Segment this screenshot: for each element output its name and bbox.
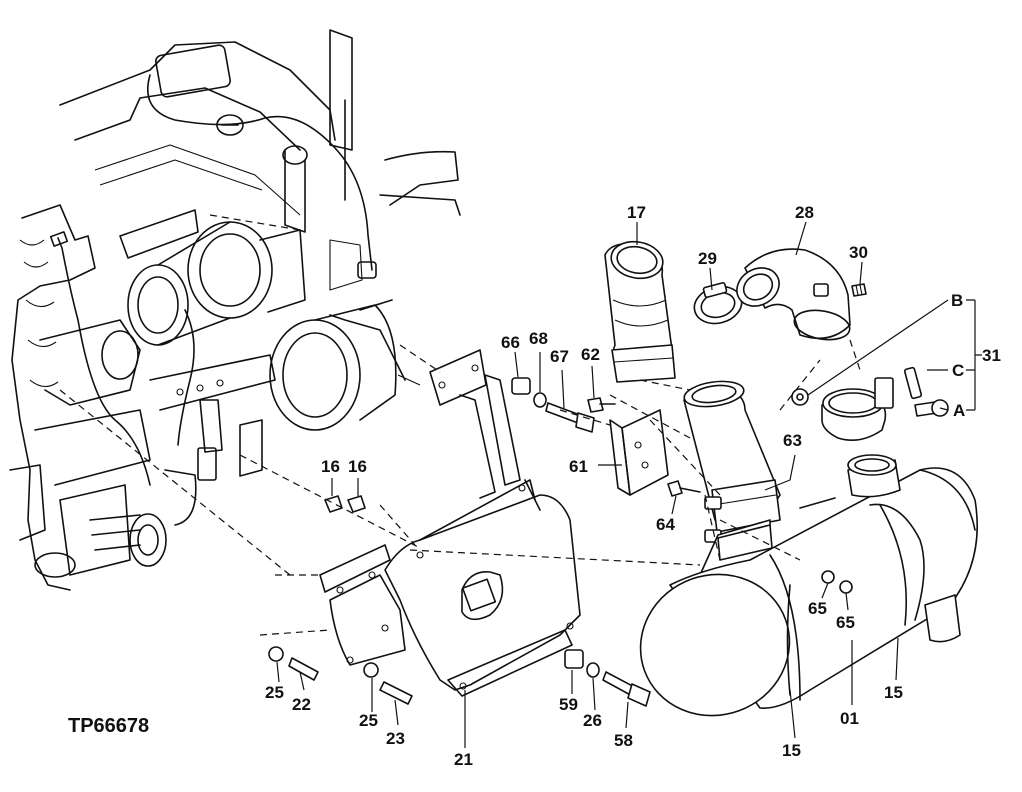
callout-21: 21 — [454, 750, 473, 769]
callout-26: 26 — [583, 711, 602, 730]
muffler-01 — [639, 454, 978, 717]
callout-25-a: 25 — [265, 683, 284, 702]
callout-68: 68 — [529, 329, 548, 348]
figure-code: TP66678 — [68, 715, 149, 737]
elbow-28 — [736, 248, 851, 341]
callout-65-b: 65 — [836, 613, 855, 632]
callout-15-a: 15 — [782, 741, 801, 760]
callout-29: 29 — [698, 249, 717, 268]
callout-64: 64 — [656, 515, 675, 534]
callout-25-b: 25 — [359, 711, 378, 730]
callout-67: 67 — [550, 347, 569, 366]
callout-23: 23 — [386, 729, 405, 748]
callout-22: 22 — [292, 695, 311, 714]
callout-62: 62 — [581, 345, 600, 364]
callout-A: A — [953, 401, 965, 420]
flex-pipe-17 — [604, 240, 676, 383]
callout-16-b: 16 — [348, 457, 367, 476]
callout-15-b: 15 — [884, 683, 903, 702]
callout-labels: 17 28 29 30 66 68 67 62 61 63 64 B 31 C … — [265, 203, 1001, 769]
callout-65-a: 65 — [808, 599, 827, 618]
callout-61: 61 — [569, 457, 588, 476]
engine-exhaust-elbow — [269, 299, 397, 431]
callout-66: 66 — [501, 333, 520, 352]
bracket-61 — [609, 409, 669, 496]
callout-16-a: 16 — [321, 457, 340, 476]
muffler-bracket-21 — [384, 479, 581, 697]
callout-28: 28 — [795, 203, 814, 222]
fasteners — [268, 377, 853, 707]
bolt-30 — [851, 283, 867, 297]
callout-17: 17 — [627, 203, 646, 222]
clamp-assembly-31 — [791, 366, 949, 441]
callout-63: 63 — [783, 431, 802, 450]
callout-B: B — [951, 291, 963, 310]
engine-assembly — [9, 29, 461, 591]
callout-01: 01 — [840, 709, 859, 728]
bracket-upper-arm — [429, 349, 521, 499]
callout-59: 59 — [559, 695, 578, 714]
callout-C: C — [952, 361, 964, 380]
callout-31: 31 — [982, 346, 1001, 365]
mount-plate-left — [319, 544, 406, 666]
turbocharger — [127, 221, 306, 346]
callout-58: 58 — [614, 731, 633, 750]
callout-30: 30 — [849, 243, 868, 262]
leader-lines — [276, 221, 982, 748]
assembly-lines — [59, 214, 861, 636]
